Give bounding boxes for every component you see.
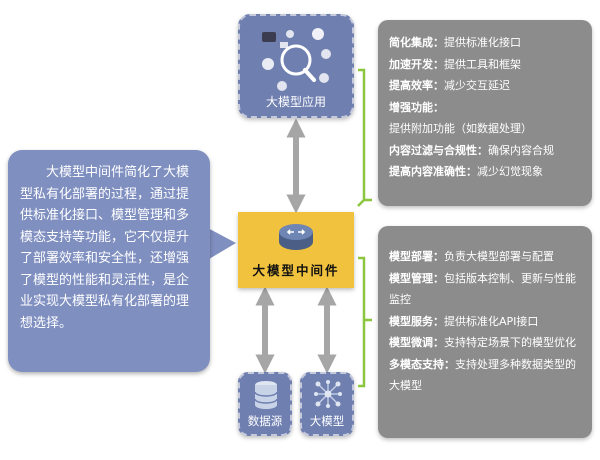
summary-note: 大模型中间件简化了大模型私有化部署的过程，通过提供标准化接口、模型管理和多模态支… — [8, 150, 210, 372]
benefits-panel: 简化集成：提供标准化接口 加速开发：提供工具和框架 提高效率：减少交互延迟 增强… — [378, 20, 592, 206]
benefit-item: 增强功能：提供附加功能（如数据处理） — [389, 100, 532, 136]
benefit-item: 简化集成：提供标准化接口 — [389, 36, 521, 49]
app-node[interactable]: 大模型应用 — [238, 14, 354, 118]
feature-item: 模型管理：包括版本控制、更新与性能监控 — [389, 271, 576, 307]
datasource-label: 数据源 — [247, 414, 283, 428]
note-pointer — [204, 226, 236, 262]
benefit-item: 提高内容准确性：减少幻觉现象 — [389, 165, 543, 178]
model-node[interactable]: 大模型 — [300, 372, 354, 436]
feature-item: 多模态支持：支持处理多种数据类型的大模型 — [389, 357, 576, 393]
benefit-item: 提高效率：减少交互延迟 — [389, 79, 510, 92]
benefit-item: 加速开发：提供工具和框架 — [389, 57, 521, 71]
feature-item: 模型部署：负责大模型部署与配置 — [389, 250, 554, 263]
router-icon — [279, 224, 313, 250]
middleware-node[interactable]: 大模型中间件 — [238, 212, 354, 288]
model-label: 大模型 — [309, 414, 345, 428]
middleware-label: 大模型中间件 — [252, 263, 340, 278]
bracket-bottom — [358, 256, 372, 388]
feature-item: 模型服务：提供标准化API接口 — [389, 314, 539, 328]
features-panel: 模型部署：负责大模型部署与配置 模型管理：包括版本控制、更新与性能监控 模型服务… — [378, 226, 592, 438]
app-cluster-icon — [262, 28, 331, 91]
bracket-top — [357, 68, 372, 207]
feature-item: 模型微调：支持特定场景下的模型优化 — [389, 336, 576, 349]
neural-network-icon — [314, 380, 342, 408]
datasource-node[interactable]: 数据源 — [238, 372, 292, 436]
benefit-item: 内容过滤与合规性：确保内容合规 — [389, 143, 554, 157]
database-icon — [254, 381, 278, 409]
app-label: 大模型应用 — [265, 95, 326, 109]
